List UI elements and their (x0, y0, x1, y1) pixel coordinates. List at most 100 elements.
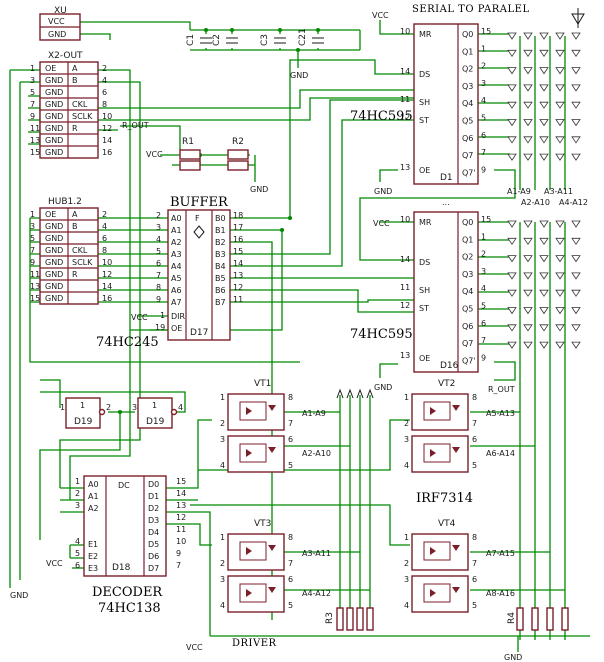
connector-pin-name: GND (45, 258, 63, 267)
led-diode-icon (555, 255, 565, 263)
led-diode-icon (523, 119, 533, 127)
shift-register-pin-number: 6 (481, 131, 486, 140)
driver-bus-arrows (336, 388, 374, 399)
led-diode-icon (539, 67, 549, 75)
decoder-gnd-label: GND (10, 591, 28, 600)
mosfet-pin-number: 8 (288, 393, 293, 402)
led-diode-icon (539, 32, 549, 40)
led-diode-icon (571, 341, 581, 349)
mosfet-net-label: A3-A11 (302, 549, 331, 558)
connector-pin-name: GND (45, 88, 63, 97)
r3-ref: R3 (325, 612, 335, 624)
led-diode-icon (539, 119, 549, 127)
buffer-ref: D17 (190, 328, 208, 338)
mosfet-pin-number: 1 (220, 393, 225, 402)
shift-register-pin-name: ST (419, 304, 429, 313)
shift-register-pin-name: Q4 (462, 287, 473, 296)
connector-pin-number: 7 (30, 100, 35, 109)
led-diode-icon (523, 32, 533, 40)
shift-register-pin-name: OE (419, 166, 430, 175)
shift-register-pin-number: 12 (400, 113, 410, 122)
led-diode-icon (523, 289, 533, 297)
led-diode-icon (571, 67, 581, 75)
connector-pin-number: 12 (102, 270, 112, 279)
shift-register-pin-number: 13 (400, 163, 410, 172)
row-label-a3-a11: A3-A11 (544, 187, 573, 196)
led-diode-icon (507, 272, 517, 280)
connector-pin-name: GND (45, 124, 63, 133)
xu-vcc-label: VCC (48, 17, 65, 26)
shift-register-pin-number: 12 (400, 301, 410, 310)
pullup-resistors: VCC R1 R2 GND (146, 137, 268, 194)
shift-register-pin-name: Q4 (462, 99, 473, 108)
buffer-pin-name: A4 (171, 262, 182, 271)
led-diode-icon (507, 153, 517, 161)
connector-pin-number: 8 (102, 246, 107, 255)
xu-gnd-label: GND (48, 30, 66, 39)
mosfet-pin-number: 6 (472, 435, 477, 444)
shift-register-pin-number: 11 (400, 283, 410, 292)
connector-pin-name: CKL (72, 100, 88, 109)
connector-pin-name: B (72, 222, 78, 231)
cascade-ellipsis: ... (442, 198, 450, 207)
r2-ref: R2 (232, 137, 244, 147)
decoder-pin-number: 12 (176, 513, 186, 522)
mosfet-net-label: A4-A12 (302, 589, 331, 598)
shift-register-pin-name: Q1 (462, 235, 473, 244)
buffer-pin-name: B3 (215, 250, 226, 259)
led-diode-icon (523, 272, 533, 280)
shift-register-pin-name: Q3 (462, 270, 473, 279)
led-diode-icon (571, 101, 581, 109)
led-diode-icon (539, 84, 549, 92)
led-diode-icon (507, 67, 517, 75)
led-diode-icon (507, 255, 517, 263)
decoder-pin-name: E1 (88, 540, 98, 549)
decoder-pin-name: D6 (148, 552, 159, 561)
mosfet-ref: VT4 (438, 519, 456, 529)
driver-resistor-body (561, 607, 569, 631)
mosfet-diode-icon (268, 405, 276, 411)
led-diode-icon (555, 272, 565, 280)
mosfet-pin-number: 4 (404, 601, 409, 610)
shift-register-pin-name: MR (419, 218, 432, 227)
connector-pin-number: 2 (102, 64, 107, 73)
connector-pin-number: 16 (102, 148, 112, 157)
inverter-bubble-icon (170, 408, 178, 416)
shift-register-pin-number: 1 (481, 232, 486, 241)
shift-register-pin-name: SH (419, 98, 430, 107)
connector-pin-name: CKL (72, 246, 88, 255)
shift-register-pin-name: Q5 (462, 305, 473, 314)
led-diode-icon (507, 237, 517, 246)
buffer-pin-name: B4 (215, 262, 226, 271)
connector-pin-name: GND (45, 100, 63, 109)
shift-register-pin-name: MR (419, 30, 432, 39)
mosfet-pin-number: 8 (472, 533, 477, 542)
connector-pin-name: SCLK (72, 258, 93, 267)
decoder-pin-number: 4 (75, 537, 80, 546)
mosfet-pin-number: 2 (404, 559, 409, 568)
mosfet-pin-number: 7 (288, 419, 293, 428)
connector-pin-name: OE (45, 64, 56, 73)
decoder-pin-number: 3 (75, 501, 80, 510)
mosfet-drivers: VT112873465A1-A9A2-A10VT212873465A5-A13A… (220, 379, 515, 613)
r2-body (227, 149, 249, 160)
decoder-vcc-label: VCC (46, 559, 63, 568)
r1-ref: R1 (182, 137, 194, 147)
connector-pin-name: R (72, 124, 78, 133)
driver-gnd-label: GND (504, 653, 522, 662)
decoder-pin-name: D5 (148, 540, 159, 549)
led-diode-icon (571, 255, 581, 263)
sr2-gnd-label: GND (374, 383, 392, 392)
connector-pin-name: GND (45, 112, 63, 121)
shift-register-pin-name: Q7 (462, 339, 473, 348)
buffer-pin-number: 15 (233, 247, 243, 256)
led-diode-icon (571, 119, 581, 127)
connector-pin-name: B (72, 76, 78, 85)
shift-register-pin-name: Q6 (462, 322, 473, 331)
led-diode-icon (507, 32, 517, 40)
buffer-pin-name: A3 (171, 250, 182, 259)
capacitor-ref: C21 (298, 28, 308, 46)
led-diode-icon (539, 237, 549, 246)
